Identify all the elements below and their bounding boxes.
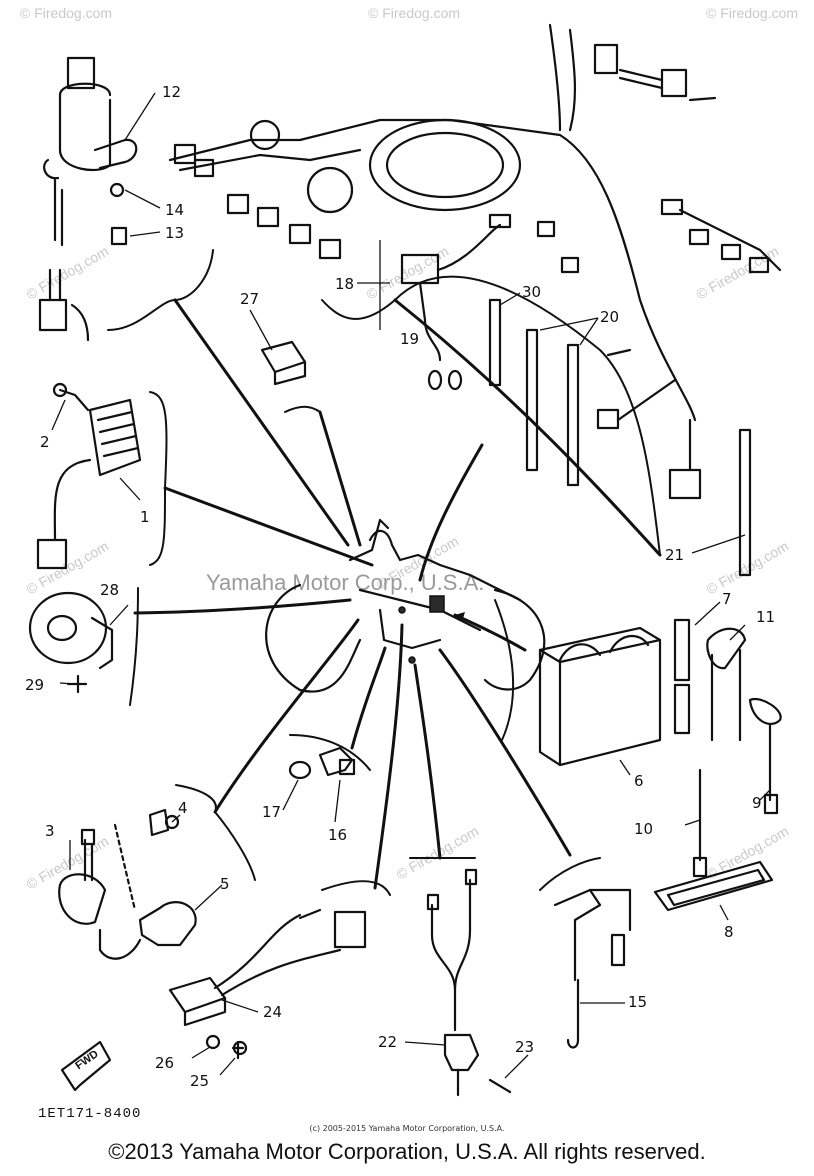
callout-11: 11 [756,608,775,626]
fwd-direction-arrow: FWD [60,1040,112,1092]
watermark-manufacturer: Yamaha Motor Corp., U.S.A. [206,570,484,595]
horn-assembly [28,591,114,694]
wire-bands [488,298,752,577]
callout-29: 29 [25,676,44,694]
relay [260,340,307,386]
callout-26: 26 [155,1054,174,1072]
callout-10: 10 [634,820,653,838]
watermark-site: © Firedog.com [20,5,112,21]
callout-28: 28 [100,581,119,599]
watermark-site: © Firedog.com [706,5,798,21]
callout-8: 8 [724,923,734,941]
callout-17: 17 [262,803,281,821]
watermark-site: © Firedog.com [24,538,112,598]
watermark-site: © Firedog.com [704,538,792,598]
callout-20: 20 [600,308,619,326]
callout-19: 19 [400,330,419,348]
flasher-relay-assembly [168,908,367,1060]
callout-12: 12 [162,83,181,101]
callout-2: 2 [40,433,50,451]
watermark-site: © Firedog.com [24,833,112,893]
sub-lead-assembly [400,213,512,391]
fwd-label: FWD [73,1048,100,1072]
rear-stop-switch-assembly [58,808,197,960]
watermark-site: © Firedog.com [368,5,460,21]
drawing-code: 1ET171-8400 [38,1106,142,1122]
connection-leaders [133,298,662,890]
callout-21: 21 [665,546,684,564]
motorcycle-frame-outline [265,518,546,693]
callout-25: 25 [190,1072,209,1090]
callout-4: 4 [178,799,188,817]
callout-15: 15 [628,993,647,1011]
callout-1: 1 [140,508,150,526]
callout-27: 27 [240,290,259,308]
battery-assembly [538,618,782,912]
callout-23: 23 [515,1038,534,1056]
callout-18: 18 [335,275,354,293]
rectifier-regulator-assembly [36,382,142,570]
callout-30: 30 [522,283,541,301]
small-copyright-notice: (c) 2005-2015 Yamaha Motor Corporation, … [309,1124,505,1133]
callout-7: 7 [722,590,732,608]
callout-24: 24 [263,1003,282,1021]
callout-leaders [51,92,771,1079]
callout-6: 6 [634,772,644,790]
callout-5: 5 [220,875,230,893]
neutral-switch-assembly [288,746,356,780]
watermark-site: © Firedog.com [24,243,112,303]
callout-9: 9 [752,794,762,812]
wire-harness [168,23,782,500]
copyright-footer: ©2013 Yamaha Motor Corporation, U.S.A. A… [108,1139,706,1164]
main-switch-assembly [38,56,138,342]
callout-labels: 1 2 3 4 5 6 7 8 9 10 11 12 13 14 15 16 1… [25,83,775,1090]
group-brackets [107,249,661,896]
callout-3: 3 [45,822,55,840]
callout-16: 16 [328,826,347,844]
front-stop-switch-assembly [426,868,512,1097]
callout-14: 14 [165,201,184,219]
callout-13: 13 [165,224,184,242]
spark-plug-cap-assembly [553,888,632,1049]
callout-22: 22 [378,1033,397,1051]
